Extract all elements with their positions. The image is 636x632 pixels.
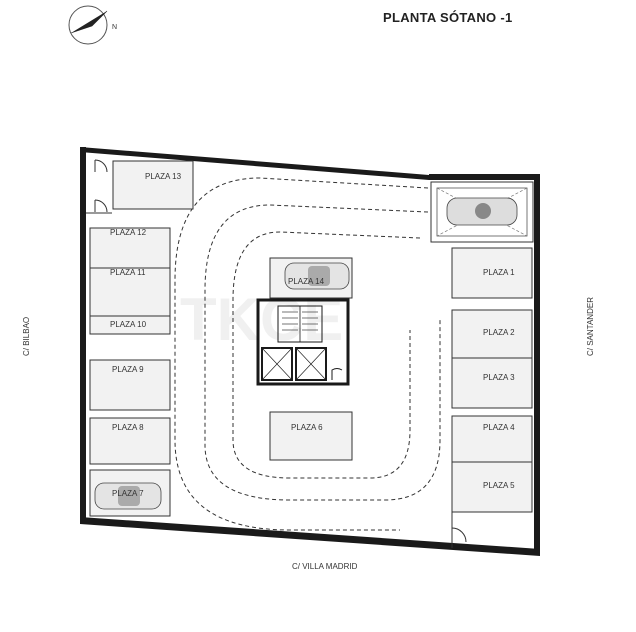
street-label-bottom: C/ VILLA MADRID [292,562,358,571]
slot-plaza-3 [451,357,533,409]
slot-plaza-6 [269,411,353,461]
door-icon [451,512,467,548]
slot-label-plaza-9: PLAZA 9 [112,365,144,374]
slot-label-plaza-3: PLAZA 3 [483,373,515,382]
car-icon [284,262,350,290]
slot-label-plaza-13: PLAZA 13 [145,172,182,181]
slot-label-plaza-2: PLAZA 2 [483,328,515,337]
street-label-right: C/ SANTANDER [586,297,595,356]
car-lift [430,181,534,243]
slot-label-plaza-6: PLAZA 6 [291,423,323,432]
slot-label-plaza-5: PLAZA 5 [483,481,515,490]
slot-plaza-12 [89,227,171,269]
stair-room-left [86,159,112,214]
car-icon [94,482,162,510]
slot-label-plaza-1: PLAZA 1 [483,268,515,277]
slot-label-plaza-4: PLAZA 4 [483,423,515,432]
street-label-left: C/ BILBAO [22,316,31,356]
driving-lanes [174,177,441,531]
slot-label-plaza-7: PLAZA 7 [112,489,144,498]
slot-plaza-2 [451,309,533,359]
slot-plaza-4 [451,415,533,463]
slot-plaza-5 [451,461,533,513]
compass-icon [68,5,108,45]
slot-plaza-11 [89,267,171,317]
compass-letter: N [112,24,118,31]
slot-label-plaza-14: PLAZA 14 [288,277,325,286]
slot-plaza-9 [89,359,171,411]
page-title: PLANTA SÓTANO -1 [383,10,513,25]
watermark: TKCE [180,286,343,353]
slot-label-plaza-10: PLAZA 10 [110,320,147,329]
central-core [256,298,350,386]
outer-walls [80,147,540,556]
slot-label-plaza-8: PLAZA 8 [112,423,144,432]
right-parking-column [451,247,533,513]
slot-plaza-1 [451,247,533,299]
slot-plaza-8 [89,417,171,465]
slot-label-plaza-11: PLAZA 11 [110,268,146,277]
slot-plaza-10 [89,315,171,335]
left-parking-column [89,160,194,517]
slot-label-plaza-12: PLAZA 12 [110,228,147,237]
slot-plaza-13 [112,160,194,210]
